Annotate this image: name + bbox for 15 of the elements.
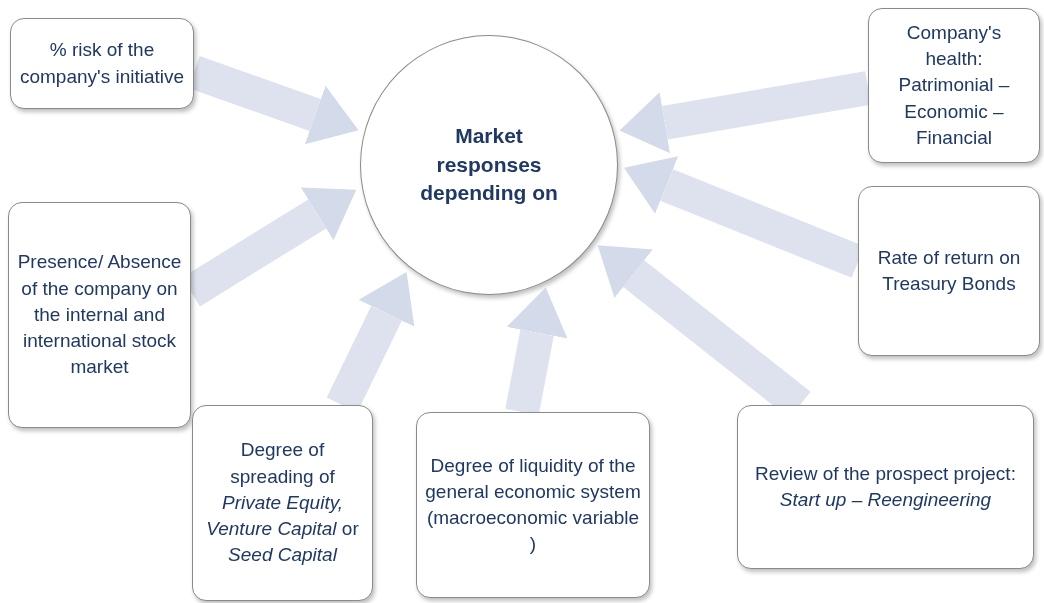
- node-text: Market responses depending on: [419, 123, 559, 207]
- node-text: Presence/ Absence of the company on the internal and international stock market: [17, 250, 182, 380]
- node-text: % risk of the company's initiative: [19, 38, 185, 89]
- factor-box: [192, 405, 373, 601]
- node-text: Degree of spreading of Private Equity, Venture Capital or Seed Capital: [205, 438, 360, 568]
- factor-box: [10, 18, 194, 109]
- factor-box: [8, 202, 191, 428]
- node-text: Review of the prospect project: Start up – Reengineering: [754, 461, 1017, 512]
- node-text: Company's health: Patrimonial – Economic – Financial: [897, 20, 1011, 150]
- node-text: Rate of return on Treasury Bonds: [876, 245, 1022, 296]
- factor-box: [416, 412, 650, 598]
- node-text: Degree of liquidity of the general economic system (macroeconomic variable ): [425, 453, 641, 557]
- factor-box: [868, 8, 1040, 163]
- factor-box: [737, 405, 1034, 569]
- factor-box: [858, 186, 1040, 356]
